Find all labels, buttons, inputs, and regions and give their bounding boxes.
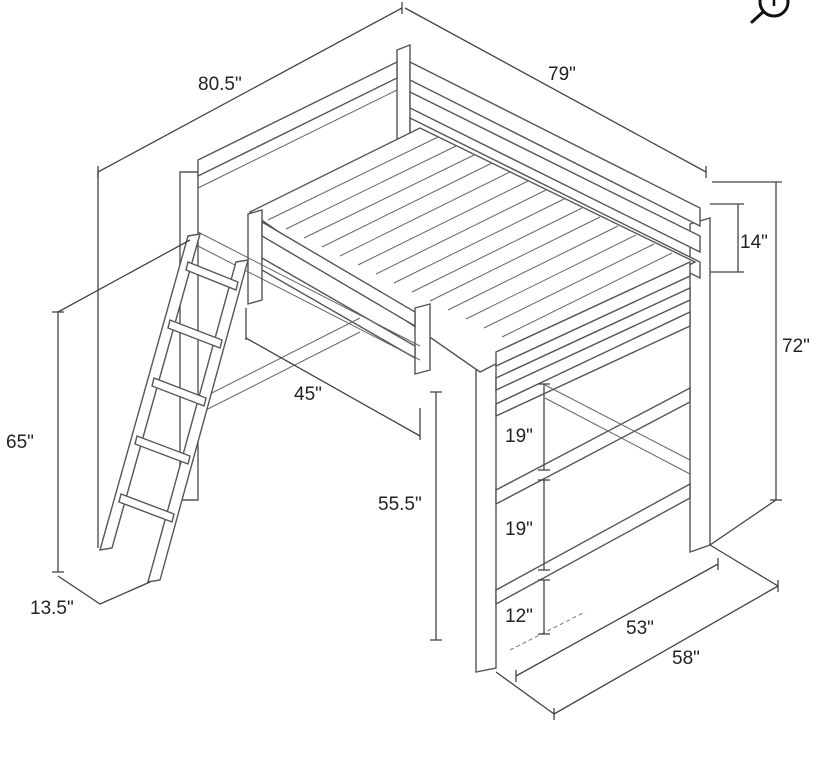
label-rung-spacing-middle: 19" bbox=[505, 519, 533, 540]
dimension-lines bbox=[52, 2, 782, 720]
label-inner-depth: 53" bbox=[626, 618, 654, 639]
label-overall-length: 80.5" bbox=[198, 74, 242, 95]
label-rung-spacing-bottom: 12" bbox=[505, 606, 533, 627]
bed-frame bbox=[179, 43, 711, 673]
label-clearance-height: 55.5" bbox=[378, 494, 422, 515]
label-ladder-depth: 13.5" bbox=[30, 598, 74, 619]
label-ladder-height: 65" bbox=[6, 432, 34, 453]
label-guardrail-height: 14" bbox=[740, 232, 768, 253]
label-total-height: 72" bbox=[782, 336, 810, 357]
label-opening-width: 45" bbox=[294, 384, 322, 405]
ladder bbox=[99, 233, 249, 583]
zoom-icon[interactable] bbox=[750, 0, 790, 24]
label-outer-depth: 58" bbox=[672, 648, 700, 669]
label-rung-spacing-top: 19" bbox=[505, 426, 533, 447]
label-overall-width: 79" bbox=[548, 64, 576, 85]
